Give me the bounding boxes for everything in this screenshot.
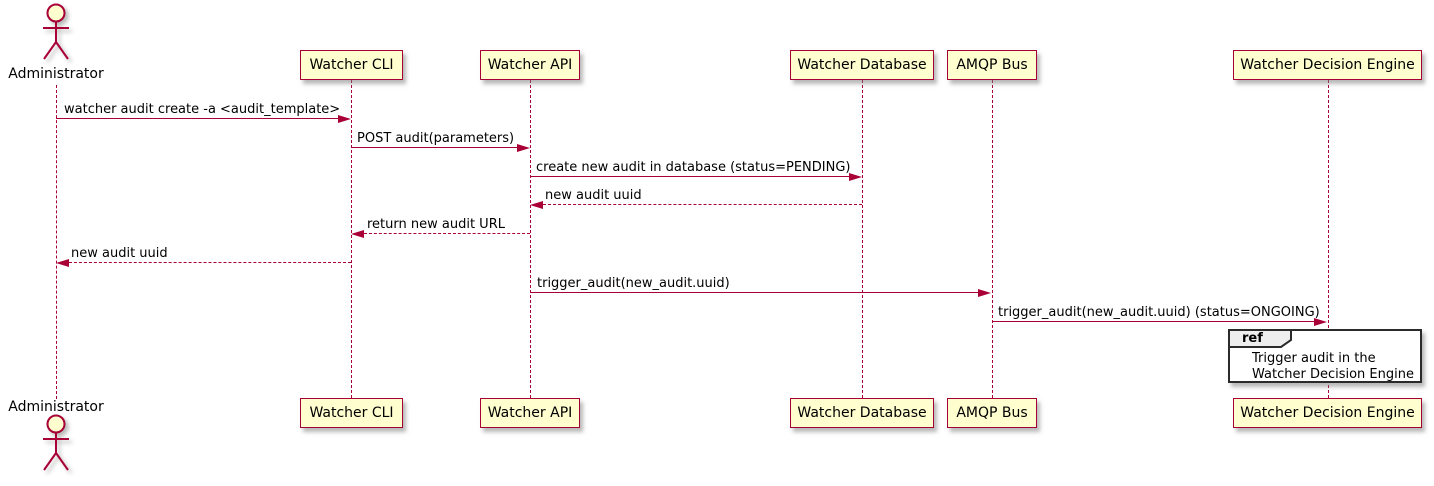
message-line: [56, 118, 339, 119]
arrowhead-right-icon: [517, 144, 530, 152]
lifeline-administrator: [56, 85, 57, 399]
participant-box-watcher-api-top: Watcher API: [480, 50, 580, 80]
participant-box-watcher-database-top: Watcher Database: [790, 50, 934, 80]
actor-icon: [43, 3, 69, 60]
message-label: trigger_audit(new_audit.uuid) (status=ON…: [998, 305, 1320, 320]
message-line: [543, 204, 862, 205]
participant-box-watcher-cli-top: Watcher CLI: [300, 50, 403, 80]
arrowhead-right-icon: [978, 289, 991, 297]
arrowhead-left-icon: [530, 201, 543, 209]
arrowhead-right-icon: [1314, 318, 1327, 326]
message-line: [351, 147, 518, 148]
ref-tab-icon: [1228, 329, 1292, 348]
participant-box-amqp-bus-top: AMQP Bus: [947, 50, 1037, 80]
lifeline-watcher-api: [530, 80, 531, 398]
participant-box-watcher-cli-bottom: Watcher CLI: [300, 398, 403, 428]
participant-box-watcher-api-bottom: Watcher API: [480, 398, 580, 428]
ref-fragment: ref Trigger audit in the Watcher Decisio…: [1228, 329, 1422, 383]
message-line: [992, 321, 1315, 322]
message-line: [530, 292, 979, 293]
participant-box-amqp-bus-bottom: AMQP Bus: [947, 398, 1037, 428]
message-label: trigger_audit(new_audit.uuid): [537, 276, 730, 291]
lifeline-watcher-decision-engine: [1328, 80, 1329, 398]
message-label: POST audit(parameters): [357, 131, 515, 146]
message-label: create new audit in database (status=PEN…: [536, 160, 851, 175]
actor-icon: [43, 414, 69, 471]
arrowhead-right-icon: [849, 173, 862, 181]
message-label: watcher audit create -a <audit_template>: [64, 102, 341, 117]
participant-box-watcher-decision-engine-top: Watcher Decision Engine: [1233, 50, 1422, 80]
lifeline-amqp-bus: [992, 80, 993, 398]
message-label: return new audit URL: [367, 217, 505, 232]
lifeline-watcher-database: [862, 80, 863, 398]
participant-box-watcher-decision-engine-bottom: Watcher Decision Engine: [1233, 398, 1422, 428]
arrowhead-left-icon: [351, 230, 364, 238]
message-line: [530, 176, 850, 177]
arrowhead-right-icon: [338, 115, 351, 123]
message-line: [364, 233, 530, 234]
message-line: [69, 262, 351, 263]
ref-line-2: Watcher Decision Engine: [1252, 367, 1414, 382]
participant-box-watcher-database-bottom: Watcher Database: [790, 398, 934, 428]
message-label: new audit uuid: [545, 188, 642, 203]
arrowhead-left-icon: [56, 259, 69, 267]
lifeline-watcher-cli: [351, 80, 352, 398]
actor-label-administrator-top: Administrator: [8, 66, 104, 82]
ref-line-1: Trigger audit in the: [1252, 351, 1376, 366]
actor-label-administrator-bottom: Administrator: [8, 399, 104, 415]
message-label: new audit uuid: [71, 246, 168, 261]
ref-keyword: ref: [1242, 331, 1263, 346]
